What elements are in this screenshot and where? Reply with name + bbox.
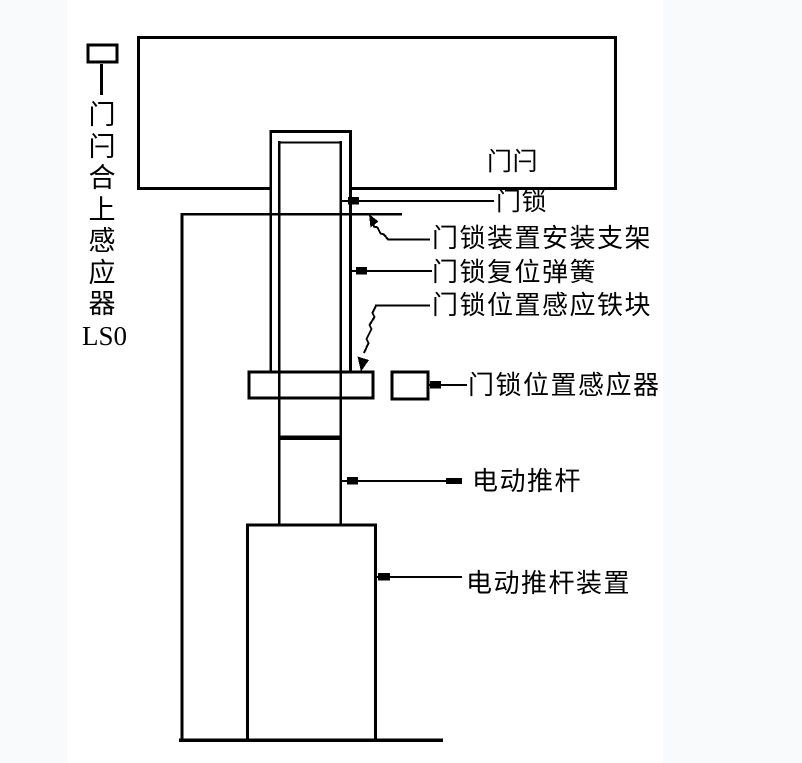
sensing-block-label: 门锁位置感应铁块 [432,291,653,320]
support-frame [180,213,402,741]
sensing-block-plate [247,370,375,400]
lock-pin-rod [278,141,342,525]
vertical-label-char: 闩 [88,131,116,162]
position-sensor-label: 门锁位置感应器 [468,371,661,400]
door-latch-label: 门闩 [487,149,539,176]
latch-closed-sensor-symbol [86,43,119,95]
vertical-label-char: 上 [88,194,116,225]
leader-door-lock [341,197,494,205]
sensor-code-label: LS0 [82,320,128,351]
leader-sensing-block [357,304,430,372]
door-latch-plate-outline [137,36,617,190]
vertical-label-char: 器 [88,289,116,319]
lock-bracket-tube [269,130,352,373]
return-spring-label: 门锁复位弹簧 [432,258,598,287]
leader-mount-bracket [369,214,430,241]
leader-push-rod-device [376,573,462,581]
vertical-label-char: 应 [88,257,116,288]
latch-closed-sensor-label: 门 闩 合 上 感 应 器 LS0 [82,100,128,352]
push-rod-device-label: 电动推杆装置 [466,569,632,598]
leader-return-spring [351,267,432,275]
push-rod-label: 电动推杆 [472,467,583,496]
position-sensor-box [390,370,430,401]
actuator-box [246,523,377,741]
mount-bracket-label: 门锁装置安装支架 [432,224,653,253]
leader-position-sensor [428,381,467,389]
drawing-canvas [67,0,663,763]
leader-push-rod [342,477,462,485]
vertical-label-char: 门 [88,100,116,130]
vertical-label-char: 感 [88,226,116,256]
vertical-label-char: 合 [88,163,116,193]
door-lock-label: 门锁 [496,189,548,216]
